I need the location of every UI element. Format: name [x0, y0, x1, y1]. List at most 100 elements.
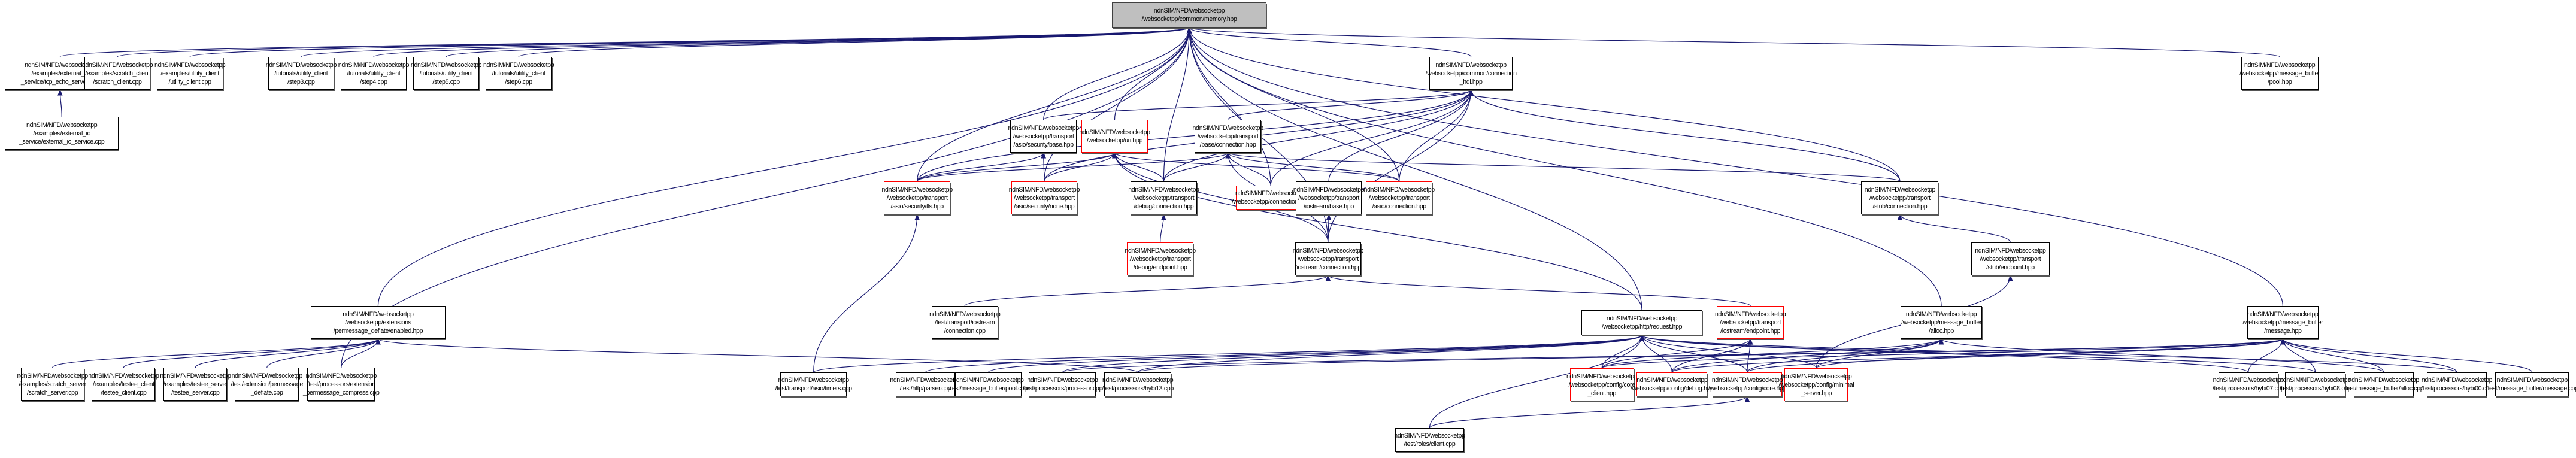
graph-node-base-connection[interactable]: ndnSIM/NFD/websocketpp/websocketpp/trans…: [1192, 120, 1264, 153]
edge-step6-to-memory: [518, 26, 1192, 57]
graph-node-iostream-connection[interactable]: ndnSIM/NFD/websocketpp/websocketpp/trans…: [1293, 242, 1363, 275]
graph-node-iostream-base[interactable]: ndnSIM/NFD/websocketpp/websocketpp/trans…: [1293, 181, 1365, 214]
edge-test-parser-to-http-request: [925, 334, 1644, 373]
node-label-line: /testee_server.cpp: [171, 389, 220, 396]
graph-node-test-pmd[interactable]: ndnSIM/NFD/websocketpp/test/extension/pe…: [231, 368, 303, 401]
node-label-line: /test/transport/asio/timers.cpp: [775, 385, 852, 392]
node-label-line: /websocketpp/http/request.hpp: [1602, 323, 1683, 330]
graph-node-test-processor[interactable]: ndnSIM/NFD/websocketpp/test/processors/p…: [1023, 372, 1102, 396]
graph-node-mb-alloc[interactable]: ndnSIM/NFD/websocketpp/websocketpp/messa…: [1901, 306, 1983, 339]
node-label-line: ndnSIM/NFD/websocketpp: [1781, 372, 1852, 380]
node-label-line: ndnSIM/NFD/websocketpp: [265, 61, 337, 69]
graph-node-test-hybi07[interactable]: ndnSIM/NFD/websocketpp/test/processors/h…: [2213, 372, 2284, 396]
node-label-line: /websocketpp/connection.hpp: [1232, 198, 1310, 205]
graph-node-test-mb-message[interactable]: ndnSIM/NFD/websocketpp/test/message_buff…: [2486, 372, 2576, 396]
node-label-line: ndnSIM/NFD/websocketpp: [305, 372, 377, 380]
edge-tls-to-uri: [917, 151, 1117, 182]
node-label-line: /test/processors/hybi00.cpp: [2421, 385, 2493, 392]
graph-node-test-hybi00[interactable]: ndnSIM/NFD/websocketpp/test/processors/h…: [2421, 372, 2493, 396]
graph-node-config-minimal-server[interactable]: ndnSIM/NFD/websocketpp/websocketpp/confi…: [1778, 368, 1854, 401]
edge-tls-to-sec-base: [917, 151, 1046, 182]
edge-testee-server-to-pmd-enabled: [195, 338, 381, 368]
graph-node-test-ext-compress[interactable]: ndnSIM/NFD/websocketpp/test/processors/e…: [303, 368, 380, 401]
node-label-line: /step5.cpp: [432, 78, 460, 86]
graph-node-mb-pool[interactable]: ndnSIM/NFD/websocketpp/websocketpp/messa…: [2239, 57, 2320, 90]
graph-node-http-request[interactable]: ndnSIM/NFD/websocketpp/websocketpp/http/…: [1581, 310, 1702, 335]
edge-http-request-to-uri: [1112, 151, 1642, 311]
edge-test-pmd-to-pmd-enabled: [266, 338, 381, 368]
graph-node-debug-connection[interactable]: ndnSIM/NFD/websocketpp/websocketpp/trans…: [1128, 181, 1199, 214]
node-label-line: /pool.hpp: [2267, 78, 2292, 86]
graph-node-test-hybi08[interactable]: ndnSIM/NFD/websocketpp/test/processors/h…: [2280, 372, 2351, 396]
graph-node-test-mb-pool[interactable]: ndnSIM/NFD/websocketpp/test/message_buff…: [949, 372, 1028, 396]
graph-node-step5[interactable]: ndnSIM/NFD/websocketpp/tutorials/utility…: [411, 57, 482, 90]
graph-node-wspp-connection[interactable]: ndnSIM/NFD/websocketpp/websocketpp/conne…: [1232, 186, 1310, 210]
edge-iostream-connection-to-uri: [1112, 151, 1329, 243]
node-label-line: ndnSIM/NFD/websocketpp: [1125, 247, 1196, 254]
graph-node-config-core[interactable]: ndnSIM/NFD/websocketpp/websocketpp/confi…: [1708, 372, 1787, 396]
graph-node-uri[interactable]: ndnSIM/NFD/websocketpp/websocketpp/uri.h…: [1079, 120, 1150, 153]
graph-node-test-hybi13[interactable]: ndnSIM/NFD/websocketpp/test/processors/h…: [1102, 372, 1174, 396]
graph-node-step3[interactable]: ndnSIM/NFD/websocketpp/tutorials/utility…: [265, 57, 337, 90]
graph-node-none[interactable]: ndnSIM/NFD/websocketpp/websocketpp/trans…: [1009, 181, 1080, 214]
edge-step3-to-memory: [301, 26, 1192, 57]
graph-node-external-io-service[interactable]: ndnSIM/NFD/websocketpp/examples/external…: [5, 117, 119, 150]
edge-test-hybi07-to-mb-message: [2248, 338, 2286, 373]
graph-node-tls[interactable]: ndnSIM/NFD/websocketpp/websocketpp/trans…: [881, 181, 953, 214]
edge-test-roles-client-to-config-core: [1429, 395, 1750, 429]
node-label-line: ndnSIM/NFD/websocketpp: [1394, 432, 1465, 439]
edge-asio-connection-to-uri: [1112, 151, 1400, 182]
node-label-line: ndnSIM/NFD/websocketpp: [1192, 124, 1264, 132]
edge-config-core-client-to-mb-alloc: [1601, 338, 1944, 369]
graph-node-test-timers[interactable]: ndnSIM/NFD/websocketpp/test/transport/as…: [775, 372, 852, 396]
edge-test-roles-client-to-http-request: [1429, 334, 1645, 429]
graph-node-pmd-enabled[interactable]: ndnSIM/NFD/websocketpp/websocketpp/exten…: [311, 306, 446, 339]
node-label-line: /step3.cpp: [287, 78, 315, 86]
graph-node-config-core-client[interactable]: ndnSIM/NFD/websocketpp/websocketpp/confi…: [1566, 368, 1638, 401]
graph-node-step4[interactable]: ndnSIM/NFD/websocketpp/tutorials/utility…: [338, 57, 409, 90]
node-label-line: ndnSIM/NFD/websocketpp: [929, 310, 1001, 318]
node-label-line: /examples/utility_client: [160, 69, 219, 77]
edge-test-ext-compress-to-memory: [341, 26, 1192, 368]
edge-http-request-to-memory: [1186, 26, 1642, 311]
graph-node-test-mb-alloc[interactable]: ndnSIM/NFD/websocketpp/test/message_buff…: [2344, 372, 2424, 396]
edge-tls-to-memory: [917, 26, 1192, 182]
graph-node-step6[interactable]: ndnSIM/NFD/websocketpp/tutorials/utility…: [483, 57, 554, 90]
node-label-line: /test/message_buffer/alloc.cpp: [2344, 385, 2424, 392]
graph-node-scratch-server[interactable]: ndnSIM/NFD/websocketpp/examples/scratch_…: [17, 368, 88, 401]
node-label-line: ndnSIM/NFD/websocketpp: [1715, 310, 1786, 318]
edge-step5-to-memory: [446, 26, 1192, 57]
graph-node-testee-server[interactable]: ndnSIM/NFD/websocketpp/examples/testee_s…: [160, 368, 231, 401]
node-label-line: /websocketpp/transport: [1297, 255, 1359, 263]
graph-node-scratch-client[interactable]: ndnSIM/NFD/websocketpp/examples/scratch_…: [82, 57, 153, 90]
graph-node-asio-connection[interactable]: ndnSIM/NFD/websocketpp/websocketpp/trans…: [1364, 181, 1435, 214]
edge-config-debug-to-mb-alloc: [1671, 338, 1944, 373]
graph-node-testee-client[interactable]: ndnSIM/NFD/websocketpp/examples/testee_c…: [88, 368, 159, 401]
node-label-line: ndnSIM/NFD/websocketpp: [1128, 186, 1199, 193]
node-label-line: _deflate.cpp: [250, 389, 283, 396]
node-label-line: ndnSIM/NFD/websocketpp: [1293, 186, 1365, 193]
graph-node-sec-base[interactable]: ndnSIM/NFD/websocketpp/websocketpp/trans…: [1008, 120, 1079, 153]
node-label-line: _service/tcp_echo_server.hpp: [20, 78, 99, 86]
graph-node-connection-hdl[interactable]: ndnSIM/NFD/websocketpp/websocketpp/commo…: [1426, 57, 1517, 90]
node-label-line: /tutorials/utility_client: [274, 69, 328, 77]
graph-node-utility-client[interactable]: ndnSIM/NFD/websocketpp/examples/utility_…: [154, 57, 226, 90]
graph-node-test-parser[interactable]: ndnSIM/NFD/websocketpp/test/http/parser.…: [890, 372, 961, 396]
graph-node-debug-endpoint[interactable]: ndnSIM/NFD/websocketpp/websocketpp/trans…: [1125, 242, 1196, 275]
node-label-line: ndnSIM/NFD/websocketpp: [1905, 310, 1977, 318]
node-label-line: ndnSIM/NFD/websocketpp: [1435, 61, 1507, 69]
edge-iostream-connection-to-connection-hdl: [1328, 89, 1474, 243]
graph-node-test-roles-client[interactable]: ndnSIM/NFD/websocketpp/test/roles/client…: [1394, 428, 1465, 452]
edge-test-hybi07-to-http-request: [1639, 334, 2249, 373]
graph-node-test-iostream-connection[interactable]: ndnSIM/NFD/websocketpp/test/transport/io…: [929, 306, 1001, 339]
graph-node-iostream-endpoint[interactable]: ndnSIM/NFD/websocketpp/websocketpp/trans…: [1715, 306, 1786, 339]
edge-pmd-enabled-to-memory: [377, 26, 1192, 307]
edge-debug-endpoint-to-debug-connection: [1160, 213, 1166, 243]
graph-node-stub-endpoint[interactable]: ndnSIM/NFD/websocketpp/websocketpp/trans…: [1971, 242, 2050, 275]
node-label-line: /stub/endpoint.hpp: [1986, 263, 2035, 271]
graph-node-config-debug[interactable]: ndnSIM/NFD/websocketpp/websocketpp/confi…: [1631, 372, 1714, 396]
graph-node-mb-message[interactable]: ndnSIM/NFD/websocketpp/websocketpp/messa…: [2242, 306, 2323, 339]
graph-node-stub-connection[interactable]: ndnSIM/NFD/websocketpp/websocketpp/trans…: [1861, 181, 1939, 214]
